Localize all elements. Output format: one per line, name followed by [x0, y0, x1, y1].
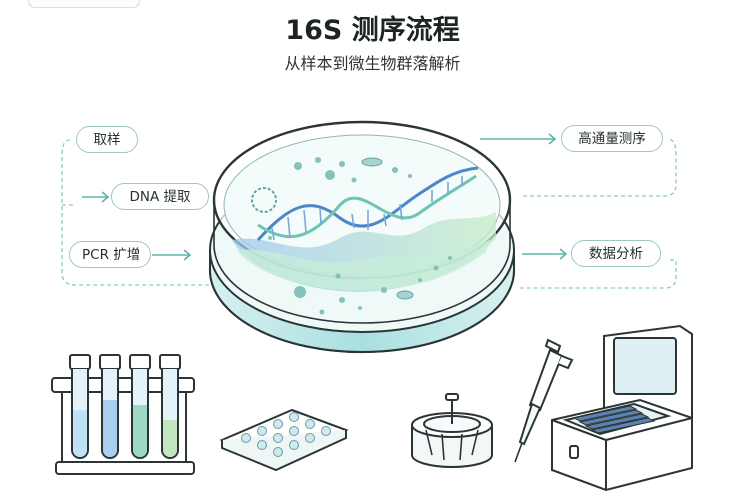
arrow-to-sequencing-head — [548, 133, 557, 145]
microbe-dots — [268, 157, 452, 315]
page-subtitle: 从样本到微生物群落解析 — [284, 54, 461, 73]
right-lower-connector — [520, 259, 677, 289]
flow-arrows — [82, 133, 568, 261]
arrow-to-dna-head — [101, 191, 110, 203]
bacteria-cluster-icon — [251, 187, 277, 213]
flow-connectors — [61, 139, 677, 289]
left-connector — [61, 139, 220, 286]
arrow-to-analysis-head — [559, 248, 568, 260]
well-plate-icon — [219, 408, 349, 472]
dna-helix-icon — [256, 166, 479, 242]
petri-dish-icon — [208, 120, 516, 354]
step-pcr: PCR 扩增 — [69, 241, 151, 268]
sequencer-icon — [551, 324, 693, 492]
right-connector — [520, 139, 677, 197]
pipette-icon — [514, 338, 574, 463]
page-title: 16S 测序流程 — [285, 15, 460, 46]
test-tube — [69, 354, 91, 459]
centrifuge-icon — [411, 393, 493, 468]
test-tube — [159, 354, 181, 459]
step-dna-extraction: DNA 提取 — [111, 183, 209, 210]
step-sequencing: 高通量测序 — [561, 125, 663, 152]
test-tube — [129, 354, 151, 459]
test-tube — [99, 354, 121, 459]
arrow-from-pcr-head — [183, 249, 192, 261]
test-tube-rack-icon — [51, 354, 195, 475]
step-sampling: 取样 — [76, 126, 138, 153]
step-analysis: 数据分析 — [571, 240, 661, 267]
